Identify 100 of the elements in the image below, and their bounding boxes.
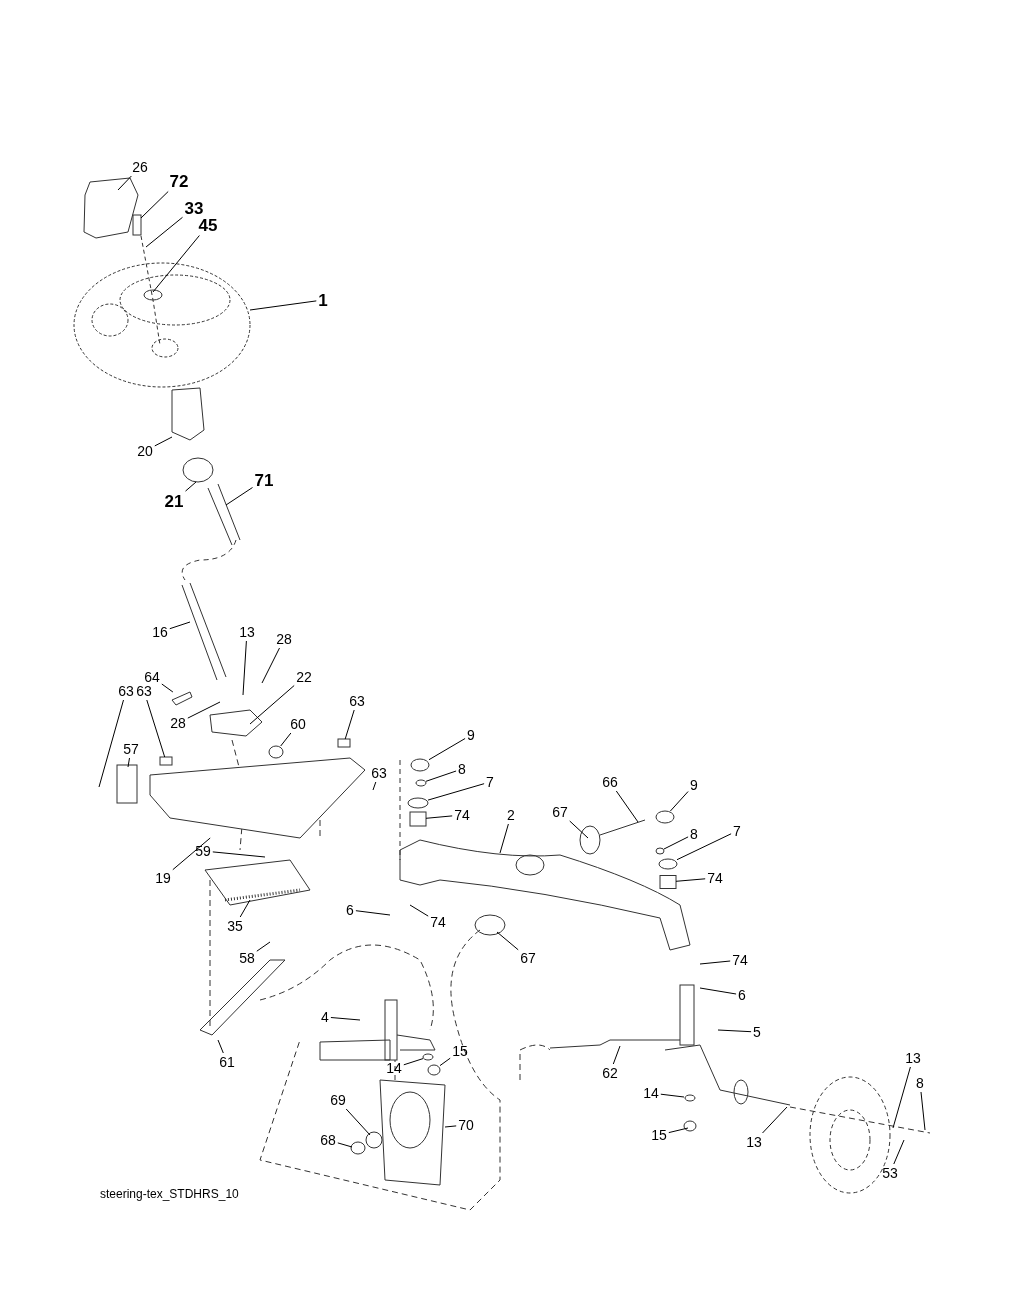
washer-drawing xyxy=(658,858,678,870)
callout-number: 59 xyxy=(194,843,212,859)
callout-number: 68 xyxy=(319,1132,337,1148)
leader-line xyxy=(569,820,589,839)
leader-line xyxy=(668,1127,689,1134)
callout-number: 9 xyxy=(689,777,699,793)
callout-number: 74 xyxy=(706,870,724,886)
callout-number: 33 xyxy=(183,198,205,218)
callout-number: 74 xyxy=(429,914,447,930)
callout-number: 63 xyxy=(348,693,366,709)
callout-number: 63 xyxy=(135,683,153,699)
leader-line xyxy=(717,1029,752,1033)
leader-line xyxy=(439,1057,451,1067)
leader-line xyxy=(117,175,132,191)
mounting-plate-drawing xyxy=(149,757,366,839)
leader-line xyxy=(675,878,706,882)
bolt-drawing xyxy=(159,756,173,766)
callout-number: 14 xyxy=(385,1060,403,1076)
leader-line xyxy=(699,960,731,965)
leader-line xyxy=(225,487,253,506)
leader-line xyxy=(444,1125,457,1128)
callout-number: 67 xyxy=(551,804,569,820)
washer-drawing xyxy=(422,1053,434,1061)
leader-line xyxy=(699,987,737,995)
leader-line xyxy=(161,683,174,693)
callout-number: 61 xyxy=(218,1054,236,1070)
callout-number: 67 xyxy=(519,950,537,966)
callout-number: 66 xyxy=(601,774,619,790)
callout-number: 8 xyxy=(915,1075,925,1091)
leader-line xyxy=(920,1091,926,1131)
leader-line xyxy=(145,216,183,248)
drawing-reference: steering-tex_STDHRS_10 xyxy=(100,1187,239,1201)
nut-drawing xyxy=(268,745,284,759)
leader-line xyxy=(256,941,271,952)
leader-line xyxy=(239,899,251,918)
leader-line xyxy=(663,836,689,850)
leader-line xyxy=(187,701,221,719)
nut-drawing xyxy=(427,1064,441,1076)
leader-line xyxy=(152,235,200,293)
callout-number: 62 xyxy=(601,1065,619,1081)
bushing-drawing xyxy=(409,811,427,827)
leader-line xyxy=(892,1066,911,1129)
callout-number: 35 xyxy=(226,918,244,934)
leader-line xyxy=(893,1139,905,1165)
callout-number: 13 xyxy=(904,1050,922,1066)
callout-number: 15 xyxy=(451,1043,469,1059)
callout-number: 21 xyxy=(163,491,185,511)
callout-number: 22 xyxy=(295,669,313,685)
leader-line xyxy=(669,791,689,812)
callout-number: 58 xyxy=(238,950,256,966)
callout-number: 7 xyxy=(485,774,495,790)
leader-line xyxy=(425,815,453,819)
leader-line xyxy=(249,300,317,311)
leader-line xyxy=(344,709,355,740)
callout-number: 6 xyxy=(345,902,355,918)
leader-line xyxy=(345,1108,371,1136)
leader-line xyxy=(212,851,266,858)
callout-number: 9 xyxy=(466,727,476,743)
leader-line xyxy=(409,904,429,917)
callout-number: 13 xyxy=(745,1134,763,1150)
callout-number: 19 xyxy=(154,870,172,886)
leader-line xyxy=(496,931,519,951)
leader-line xyxy=(169,621,191,630)
leader-line xyxy=(762,1106,788,1134)
callout-number: 26 xyxy=(131,159,149,175)
callout-number: 8 xyxy=(457,761,467,777)
callout-number: 8 xyxy=(689,826,699,842)
leader-line xyxy=(261,647,280,684)
leader-line xyxy=(330,1017,361,1021)
callout-number: 13 xyxy=(238,624,256,640)
callout-number: 63 xyxy=(117,683,135,699)
callout-number: 28 xyxy=(275,631,293,647)
callout-number: 70 xyxy=(457,1117,475,1133)
leader-line xyxy=(676,833,732,861)
leader-line xyxy=(217,1039,224,1054)
leader-line xyxy=(242,640,247,696)
leader-line xyxy=(427,783,485,801)
leader-line xyxy=(98,699,124,788)
callout-number: 74 xyxy=(731,952,749,968)
callout-number: 6 xyxy=(737,987,747,1003)
callout-number: 63 xyxy=(370,765,388,781)
clip-drawing xyxy=(655,847,665,855)
callout-number: 69 xyxy=(329,1092,347,1108)
leader-line xyxy=(154,436,173,447)
callout-number: 4 xyxy=(320,1009,330,1025)
pin-drawing xyxy=(171,691,193,706)
callout-number: 74 xyxy=(453,807,471,823)
callout-number: 53 xyxy=(881,1165,899,1181)
leader-line xyxy=(140,191,169,219)
callout-number: 15 xyxy=(650,1127,668,1143)
clip-drawing xyxy=(415,779,427,787)
bolt-drawing xyxy=(337,738,351,748)
callout-number: 45 xyxy=(197,215,219,235)
callout-number: 72 xyxy=(168,171,190,191)
callout-number: 2 xyxy=(506,807,516,823)
callout-number: 7 xyxy=(732,823,742,839)
callout-number: 16 xyxy=(151,624,169,640)
callout-number: 28 xyxy=(169,715,187,731)
leader-line xyxy=(249,685,295,725)
leader-line xyxy=(337,1142,353,1148)
